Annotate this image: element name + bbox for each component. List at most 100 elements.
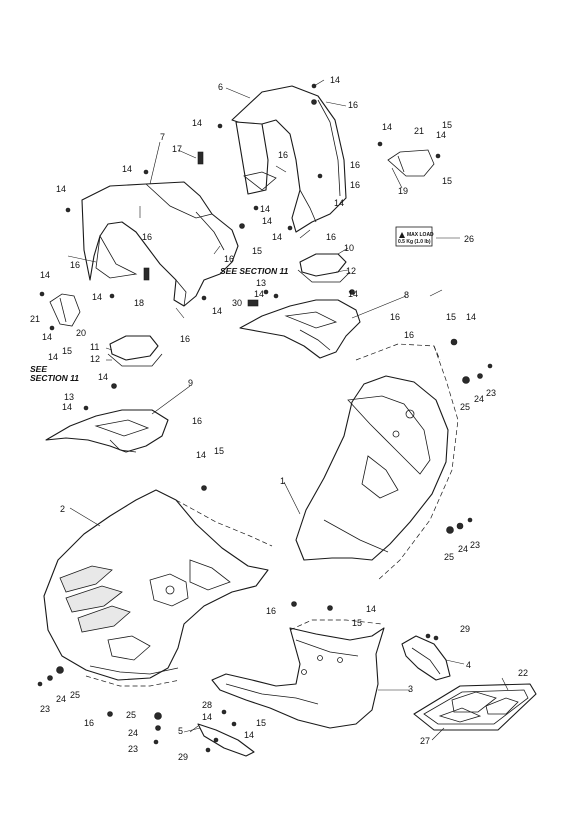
- callout-15: 15: [62, 346, 72, 356]
- callout-21: 21: [30, 314, 40, 324]
- callout-30: 30: [232, 298, 242, 308]
- max-load-title: MAX LOAD: [407, 232, 434, 238]
- callout-14: 14: [330, 75, 340, 85]
- callout-16: 16: [278, 150, 288, 160]
- callout-26: 26: [464, 234, 474, 244]
- callout-13: 13: [64, 392, 74, 402]
- callout-21: 21: [414, 126, 424, 136]
- callout-14: 14: [192, 118, 202, 128]
- part-3-belly-pan: [211, 619, 385, 729]
- part-1-side-panel: [295, 343, 459, 581]
- part-6-screen-fairing: [231, 85, 347, 233]
- callout-16: 16: [326, 232, 336, 242]
- callout-14: 14: [92, 292, 102, 302]
- callout-15: 15: [252, 246, 262, 256]
- callout-14: 14: [56, 184, 66, 194]
- callout-18: 18: [134, 298, 144, 308]
- callout-29: 29: [178, 752, 188, 762]
- callout-12: 12: [346, 266, 356, 276]
- callout-14: 14: [196, 450, 206, 460]
- callout-24: 24: [458, 544, 468, 554]
- callout-14: 14: [48, 352, 58, 362]
- callout-15: 15: [214, 446, 224, 456]
- callout-20: 20: [76, 328, 86, 338]
- callout-25: 25: [460, 402, 470, 412]
- callout-16: 16: [404, 330, 414, 340]
- callout-22: 22: [518, 668, 528, 678]
- part-5-trim-strip: [197, 723, 255, 757]
- bracket-20: [49, 293, 81, 327]
- callout-3: 3: [408, 684, 413, 694]
- callout-23: 23: [470, 540, 480, 550]
- callout-15: 15: [446, 312, 456, 322]
- callout-4: 4: [466, 660, 471, 670]
- callout-14: 14: [98, 372, 108, 382]
- callout-10: 10: [344, 243, 354, 253]
- callout-7: 7: [160, 132, 165, 142]
- callout-16: 16: [390, 312, 400, 322]
- callout-17: 17: [172, 144, 182, 154]
- callout-14: 14: [466, 312, 476, 322]
- callout-16: 16: [350, 180, 360, 190]
- part-10-12-mirror-right: [297, 253, 351, 283]
- callout-14: 14: [260, 204, 270, 214]
- callout-23: 23: [40, 704, 50, 714]
- max-load-value: 0.5 Kg (1.0 lb): [398, 239, 431, 245]
- callout-28: 28: [202, 700, 212, 710]
- part-4-side-piece: [401, 635, 451, 681]
- callout-14: 14: [254, 289, 264, 299]
- callout-14: 14: [334, 198, 344, 208]
- callout-12: 12: [90, 354, 100, 364]
- callout-24: 24: [474, 394, 484, 404]
- callout-14: 14: [62, 402, 72, 412]
- part-2-main-fairing: [43, 489, 273, 687]
- part-9-lower-panel: [45, 409, 169, 453]
- callout-23: 23: [486, 388, 496, 398]
- see-section-note-upper: SEE SECTION 11: [220, 266, 289, 276]
- callout-13: 13: [256, 278, 266, 288]
- callout-29: 29: [460, 624, 470, 634]
- part-26-max-load-badge: MAX LOAD 0.5 Kg (1.0 lb): [395, 226, 434, 247]
- callout-14: 14: [202, 712, 212, 722]
- callout-14: 14: [40, 270, 50, 280]
- callout-11: 11: [90, 342, 99, 352]
- callout-14: 14: [348, 289, 358, 299]
- callout-14: 14: [382, 122, 392, 132]
- callout-16: 16: [350, 160, 360, 170]
- callout-1: 1: [280, 476, 285, 486]
- callout-19: 19: [398, 186, 408, 196]
- callout-23: 23: [128, 744, 138, 754]
- callout-16: 16: [84, 718, 94, 728]
- callout-16: 16: [180, 334, 190, 344]
- callout-27: 27: [420, 736, 430, 746]
- callout-14: 14: [244, 730, 254, 740]
- callout-15: 15: [442, 120, 452, 130]
- bracket-19: [387, 149, 435, 177]
- callout-14: 14: [262, 216, 272, 226]
- part-11-12-mirror-left: [107, 335, 163, 367]
- callout-14: 14: [212, 306, 222, 316]
- callout-15: 15: [442, 176, 452, 186]
- callout-24: 24: [128, 728, 138, 738]
- leader-lines: [67, 79, 509, 741]
- part-8-instrument-panel: [239, 299, 361, 359]
- callout-15: 15: [256, 718, 266, 728]
- callout-16: 16: [192, 416, 202, 426]
- callout-14: 14: [436, 130, 446, 140]
- part-7-inner-fairing: [81, 181, 239, 307]
- see-section-note-left-line1: SEE: [30, 364, 47, 374]
- callout-16: 16: [70, 260, 80, 270]
- callout-16: 16: [224, 254, 234, 264]
- callout-16: 16: [142, 232, 152, 242]
- callout-14: 14: [366, 604, 376, 614]
- callout-25: 25: [70, 690, 80, 700]
- hardware: [37, 83, 493, 753]
- callout-9: 9: [188, 378, 193, 388]
- callout-16: 16: [348, 100, 358, 110]
- callout-6: 6: [218, 82, 223, 92]
- callout-numbers: 6 14 16 14 16 7 17 14 16 16 14 14 14 14 …: [30, 75, 528, 762]
- callout-24: 24: [56, 694, 66, 704]
- part-22-27-mat: [413, 683, 537, 731]
- callout-14: 14: [122, 164, 132, 174]
